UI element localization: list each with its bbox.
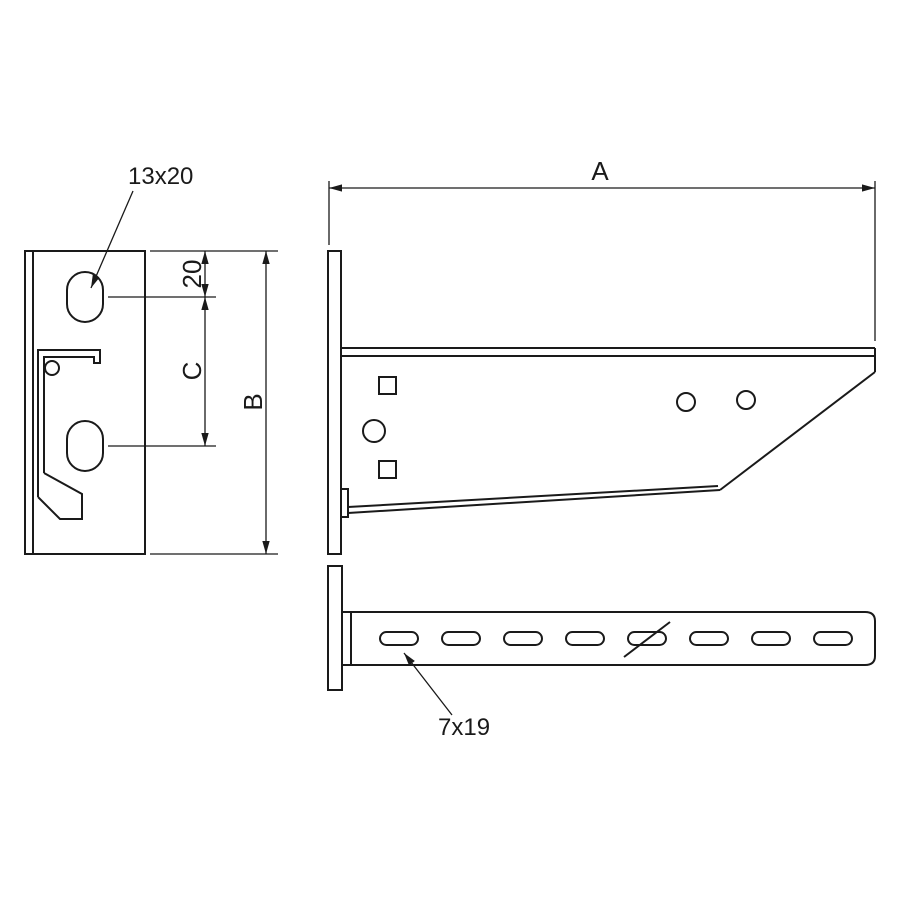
channel-profile [37,349,101,497]
front-slot-bottom [66,420,104,472]
arm-slot-5 [627,631,667,646]
front-slot-label: 13x20 [128,163,193,190]
channel-profile-hole [44,360,60,376]
side-arm-taper-edge [719,371,876,491]
plan-view-annotations: 7x19 [403,652,490,741]
side-view [327,250,876,555]
channel-profile-foot [37,472,83,520]
plan-wall-plate [327,565,343,691]
side-wall-plate [327,250,342,555]
arm-slot-3 [503,631,543,646]
side-arm-root-tab [340,488,349,518]
front-plate-outline [24,250,146,555]
side-square-hole-top [378,376,397,395]
arm-slot-4 [565,631,605,646]
arm-slot-7 [751,631,791,646]
arm-slot-diagonal-mark [623,621,671,658]
front-view-dimensions: 20 C B 13x20 [90,163,278,555]
side-round-hole-mid [676,392,696,412]
arm-slot-6 [689,631,729,646]
dim-text-b: B [238,393,268,410]
side-round-hole-right [736,390,756,410]
side-arm-bottom-inner-edge [347,485,719,508]
plan-view [327,565,876,691]
dim-text-20: 20 [177,260,207,289]
arm-slot-leader-line [403,652,453,716]
front-slot-leader-line [90,190,134,289]
front-slot-top [66,271,104,323]
side-square-hole-bottom [378,460,397,479]
arm-slot-label: 7x19 [438,714,490,741]
plan-arm-outline [341,611,876,666]
side-view-dimensions: A [328,156,876,341]
arm-slot-8 [813,631,853,646]
side-round-hole-left [362,419,386,443]
dim-text-c: C [177,362,207,381]
arm-slot-2 [441,631,481,646]
arm-slot-1 [379,631,419,646]
dim-text-a: A [591,156,609,186]
front-view [24,250,146,555]
side-arm-bottom-edge [347,489,721,514]
